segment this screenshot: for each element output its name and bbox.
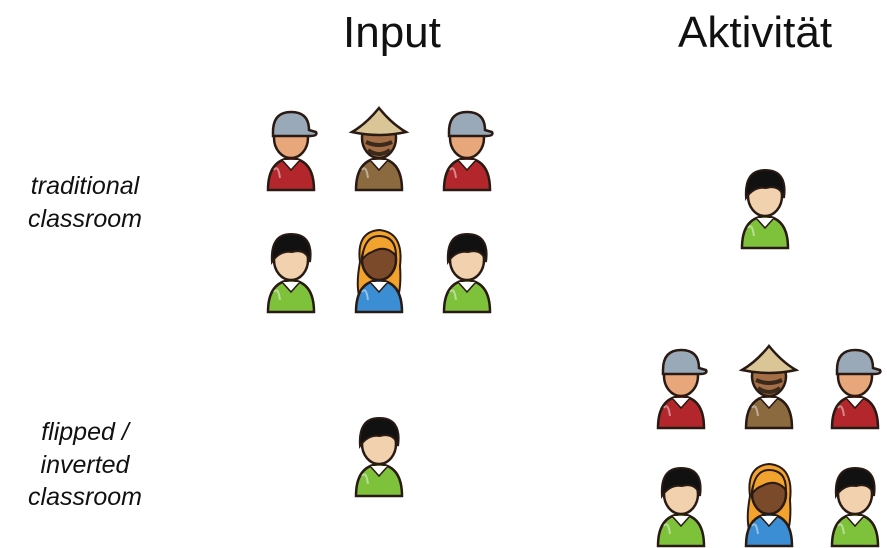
person-icon xyxy=(736,456,802,548)
header-activity: Aktivität xyxy=(678,8,832,58)
person-icon xyxy=(434,100,500,192)
person-icon xyxy=(258,100,324,192)
person-icon xyxy=(346,100,412,192)
person-icon xyxy=(822,338,887,430)
person-icon xyxy=(822,456,887,548)
row-label-flipped: flipped / inverted classroom xyxy=(10,416,160,514)
row-label-traditional: traditional classroom xyxy=(10,170,160,235)
person-icon xyxy=(648,338,714,430)
person-icon xyxy=(732,158,798,250)
row-label-flipped-line-2: inverted xyxy=(10,449,160,482)
person-icon xyxy=(736,338,802,430)
row-label-traditional-line-2: classroom xyxy=(10,203,160,236)
person-icon xyxy=(434,222,500,314)
row-label-flipped-line-3: classroom xyxy=(10,481,160,514)
header-input: Input xyxy=(343,8,441,58)
person-icon xyxy=(648,456,714,548)
person-icon xyxy=(346,406,412,498)
row-label-flipped-line-1: flipped / xyxy=(10,416,160,449)
person-icon xyxy=(258,222,324,314)
row-label-traditional-line-1: traditional xyxy=(10,170,160,203)
person-icon xyxy=(346,222,412,314)
